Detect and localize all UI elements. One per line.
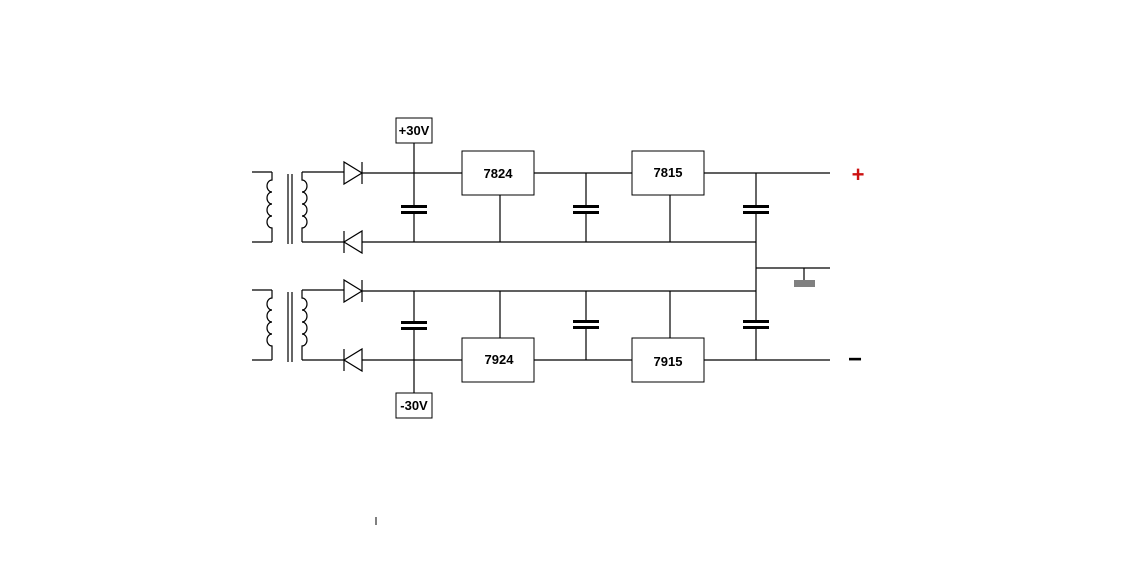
diode-top-positive xyxy=(343,160,364,186)
ground-symbol xyxy=(794,280,815,287)
regulator-7915: 7915 xyxy=(631,337,705,383)
diode-bottom-return xyxy=(343,278,364,304)
svg-text:7815: 7815 xyxy=(654,165,683,180)
svg-text:+30V: +30V xyxy=(399,123,430,138)
regulator-7815: 7815 xyxy=(631,150,705,196)
capacitor-c5 xyxy=(573,291,599,360)
wiring xyxy=(362,143,830,393)
svg-text:7824: 7824 xyxy=(484,166,514,181)
capacitor-c4 xyxy=(401,291,427,360)
positive-supply-label: +30V xyxy=(395,117,433,144)
svg-text:-30V: -30V xyxy=(400,398,428,413)
plus-output-symbol: + xyxy=(852,162,865,187)
capacitor-c3 xyxy=(743,173,769,242)
regulator-7824: 7824 xyxy=(461,150,535,196)
capacitor-c6 xyxy=(743,291,769,360)
capacitor-c1 xyxy=(401,173,427,242)
negative-supply-label: -30V xyxy=(395,392,433,419)
svg-text:7915: 7915 xyxy=(654,354,683,369)
capacitor-c2 xyxy=(573,173,599,242)
svg-text:7924: 7924 xyxy=(485,352,515,367)
regulator-7924: 7924 xyxy=(461,337,535,383)
bottom-transformer xyxy=(252,289,308,362)
minus-output-symbol: − xyxy=(848,346,862,373)
diode-top-return xyxy=(342,229,363,255)
diode-bottom-negative xyxy=(342,347,363,373)
top-transformer xyxy=(252,171,308,244)
